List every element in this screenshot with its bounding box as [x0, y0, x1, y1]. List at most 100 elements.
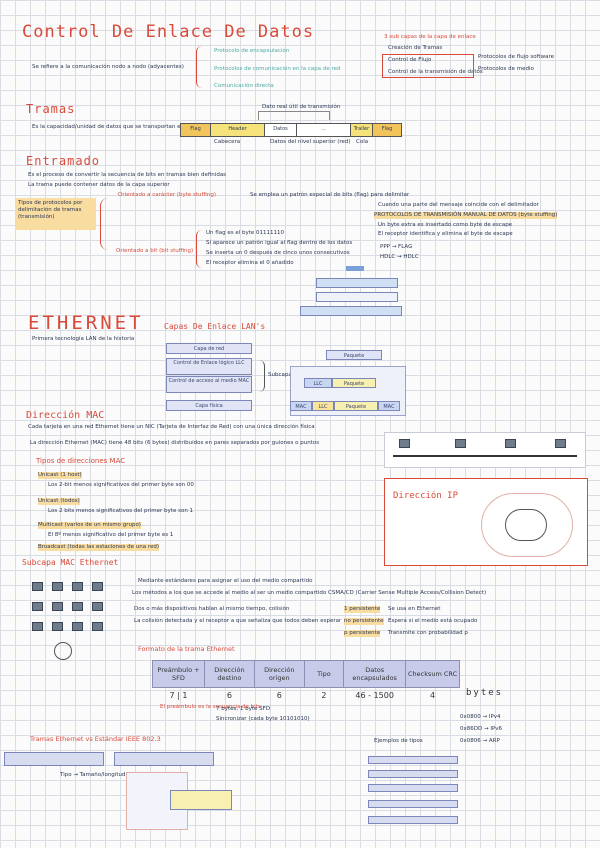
frame-label-cabecera: Cabecera [214, 139, 241, 145]
frame-seg-flag-end: Flag [373, 124, 401, 136]
stack-red: Capa de red [166, 343, 252, 354]
ieee-row [368, 800, 458, 808]
pc-icon [399, 439, 410, 448]
bus-line [393, 455, 577, 457]
pc-icon [505, 439, 516, 448]
sublayer-note-1: Protocolos de flujo software [478, 54, 554, 60]
pc-icon [32, 602, 43, 611]
entramado-heading: Entramado [26, 154, 101, 168]
entramado-line-2: La trama puede contener datos de la capa… [28, 182, 170, 188]
caracter-note-4: Un byte extra es insertado como byte de … [378, 222, 513, 228]
stack-mac: Control de acceso al medio MAC [166, 376, 252, 393]
caracter-label: Orientado a carácter (byte stuffing) [118, 192, 216, 198]
persist-note-3: Transmite con probabilidad p [388, 630, 468, 636]
entramado-brace [100, 198, 115, 250]
frame-bar: Flag Header Datos ... Trailer Flag [180, 123, 402, 137]
protocol-types-box: Tipos de protocolos por delimitación de … [16, 198, 96, 230]
frame-label-datos: Datos del nivel superior (red) [270, 139, 351, 145]
diag-paquete-bot: Paquete [334, 401, 378, 411]
stuff-row-1 [316, 278, 398, 288]
frame-label-cola: Cola [356, 139, 369, 145]
col-preambulo: Preámbulo + SFD [152, 660, 205, 688]
ip-heading: Dirección IP [393, 491, 459, 501]
bit-note-2: Si aparece un patrón igual al flag dentr… [206, 240, 353, 246]
pc-icon [92, 602, 103, 611]
diag-paquete-mid: Paquete [332, 378, 376, 388]
stack-llc: Control de Enlace lógico LLC [166, 358, 252, 375]
pc-icon [92, 622, 103, 631]
diag-llc-2: LLC [312, 401, 334, 411]
intro-bullet-1: Protocolo de encapsulación [214, 48, 290, 54]
ethernet-heading: ETHERNET [28, 312, 144, 334]
stack-fisica: Capa física [166, 400, 252, 411]
diag-mac-1: MAC [290, 401, 312, 411]
frame-seg-more: ... [297, 124, 351, 136]
caracter-note-5: El receptor identifica y elimina el byte… [378, 231, 513, 237]
col-datos: Datos encapsulados [343, 660, 407, 688]
page-title: Control De Enlace De Datos [22, 22, 315, 42]
caracter-note-1: Se emplea un patrón especial de bits (fl… [250, 192, 410, 198]
entramado-line-1: Es el proceso de convertir la secuencia … [28, 172, 227, 178]
collision-icon [54, 642, 72, 660]
intro-brace [196, 46, 209, 88]
sublayer-note-2: Protocolos de medio [478, 66, 534, 72]
subcapa-line-1: Mediante estándares para asignar el uso … [138, 578, 313, 584]
pc-icon [52, 582, 63, 591]
sublayer-1: Creación de Tramas [388, 45, 443, 51]
size-origen: 6 [276, 690, 282, 700]
pc-icon [555, 439, 566, 448]
frame-format-table: Preámbulo + SFD Dirección destino Direcc… [152, 660, 460, 702]
ieee-row [368, 770, 458, 778]
intro-bullet-3: Comunicación directa [214, 83, 274, 89]
frame-top-label: Dato real útil de transmisión [262, 104, 341, 110]
persist-note-1: Se usa en Ethernet [388, 606, 441, 612]
mac-tipo-2-desc: Los 2 bits menos significativos del prim… [48, 508, 194, 514]
bit-brace [196, 230, 205, 268]
mac-tipo-2: Unicast (todos) [38, 498, 80, 505]
diag-paquete-top: Paquete [326, 350, 382, 360]
diag-mac-2: MAC [378, 401, 400, 411]
pc-icon [92, 582, 103, 591]
size-crc: 4 [430, 690, 436, 700]
col-crc: Checksum CRC [405, 660, 460, 688]
pc-icon [52, 602, 63, 611]
formato-note-1: El preámbulo es la secuencia de bits [160, 704, 261, 710]
subcapa-line-4: La colisión detectada y el receptor a qu… [134, 618, 342, 624]
caracter-note-2: Cuando una parte del mensaje coincide co… [378, 202, 539, 208]
stack-brace [258, 360, 265, 392]
network-grid [24, 576, 120, 668]
mac-tipo-1: Unicast (1 host) [38, 472, 82, 479]
tramas-heading: Tramas [26, 102, 76, 116]
ppp-note: PPP → FLAG [380, 244, 413, 250]
pc-icon [72, 582, 83, 591]
network-sketch [384, 432, 586, 468]
bit-label: Orientado a bit (bit stuffing) [116, 248, 194, 254]
formato-note-2: 7 bytes, 1 byte SFD [216, 706, 271, 712]
tipo-ipv6: 0x86DD → IPv6 [460, 726, 503, 732]
sublayers-heading: 3 sub capas de la capa de enlace [384, 34, 476, 40]
sublayer-3: Control de la transmisión de datos [388, 69, 483, 75]
subcapa-line-2: Los métodos a los que se accede al medio… [132, 590, 487, 596]
bit-note-3: Se inserta un 0 después de cinco unos co… [206, 250, 350, 256]
size-tipo: 2 [321, 690, 327, 700]
hdlc-note: HDLC → HDLC [380, 254, 419, 260]
formato-note-3: Sincronizar (cada byte 10101010) [216, 716, 310, 722]
ieee-frame-mini [4, 752, 104, 766]
size-destino: 6 [226, 690, 232, 700]
mac-tipo-1-desc: Los 2-bit menos significativos del prime… [48, 482, 194, 488]
mac-tipos-heading: Tipos de direcciones MAC [36, 457, 126, 465]
stuff-row-3 [300, 306, 402, 316]
ip-diagram-inner [505, 509, 547, 541]
stuff-row-2 [316, 292, 398, 302]
subcapa-line-3: Dos o más dispositivos hablan al mismo t… [134, 606, 290, 612]
stuff-flag-1 [346, 266, 364, 271]
caracter-note-3: PROTOCOLOS DE TRANSMISIÓN MANUAL DE DATO… [374, 212, 558, 219]
tramas-text: Es la capacidad/unidad de datos que se t… [32, 124, 202, 130]
frame-seg-data: Datos [265, 124, 297, 136]
pc-icon [32, 622, 43, 631]
tipo-arp: 0x0806 → ARP [460, 738, 500, 744]
diag-llc: LLC [304, 378, 332, 388]
mac-tipo-4: Broadcast (todas las estaciones de una r… [38, 544, 160, 551]
pc-icon [455, 439, 466, 448]
col-tipo: Tipo [303, 660, 345, 688]
